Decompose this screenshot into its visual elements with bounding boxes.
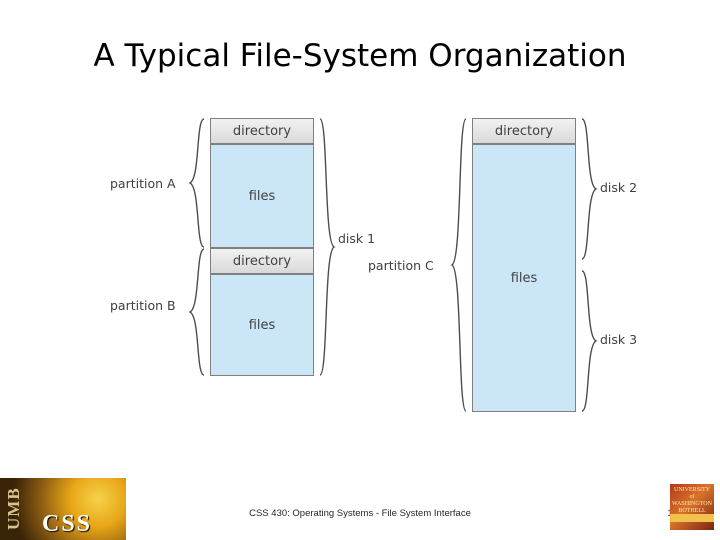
directory-box-partition-a: directory xyxy=(210,118,314,144)
label-partition-c: partition C xyxy=(368,258,434,273)
seal-bar xyxy=(670,514,714,522)
page-title: A Typical File-System Organization xyxy=(93,38,627,74)
css-logo-text: CSS xyxy=(42,511,93,537)
directory-box-partition-b: directory xyxy=(210,248,314,274)
label-partition-b: partition B xyxy=(110,298,176,313)
brace-disk-2 xyxy=(581,118,598,260)
university-seal-logo: UNIVERSITY of WASHINGTON BOTHELL xyxy=(670,484,714,530)
label-disk-2: disk 2 xyxy=(600,180,638,195)
brace-partition-a xyxy=(188,118,205,248)
file-system-organization-diagram: directory files directory files partitio… xyxy=(110,104,637,434)
brace-partition-c xyxy=(450,118,467,412)
label-partition-a: partition A xyxy=(110,176,176,191)
files-box-partition-a: files xyxy=(210,144,314,248)
university-seal-text: UNIVERSITY of WASHINGTON BOTHELL xyxy=(672,487,712,514)
files-box-partition-c: files xyxy=(472,144,576,412)
label-disk-3: disk 3 xyxy=(600,332,638,347)
umb-logo-text: UMB xyxy=(4,487,23,530)
label-disk-1: disk 1 xyxy=(338,231,376,246)
brace-disk-3 xyxy=(581,270,598,412)
directory-box-partition-c: directory xyxy=(472,118,576,144)
brace-partition-b xyxy=(188,248,205,376)
footer-text: CSS 430: Operating Systems - File System… xyxy=(249,508,471,519)
files-box-partition-b: files xyxy=(210,274,314,376)
brace-disk-1 xyxy=(319,118,336,376)
umb-css-logo: UMB CSS xyxy=(0,478,126,540)
